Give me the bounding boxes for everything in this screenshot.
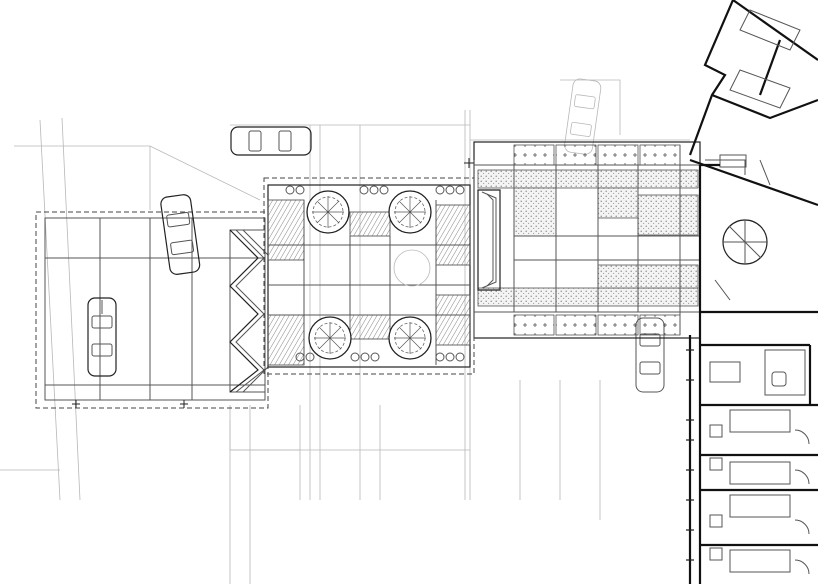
car-angled bbox=[160, 194, 201, 275]
building bbox=[686, 0, 818, 584]
bollards-top bbox=[285, 185, 465, 195]
car-faded-top bbox=[564, 78, 602, 155]
tree-bottom-left bbox=[308, 316, 352, 360]
bollards-bottom bbox=[295, 352, 465, 362]
entry-walkway bbox=[473, 141, 701, 340]
central-plaza bbox=[263, 177, 475, 375]
facade-window-ticks bbox=[686, 349, 694, 561]
tree-bottom-right bbox=[388, 316, 432, 360]
survey-marks bbox=[72, 158, 474, 408]
tree-top-right bbox=[388, 190, 432, 234]
context-lines bbox=[0, 79, 690, 584]
tree-top-left bbox=[306, 190, 350, 234]
car-top-street bbox=[230, 126, 312, 156]
parking-bay bbox=[35, 211, 269, 409]
car-left-parked bbox=[87, 297, 117, 377]
